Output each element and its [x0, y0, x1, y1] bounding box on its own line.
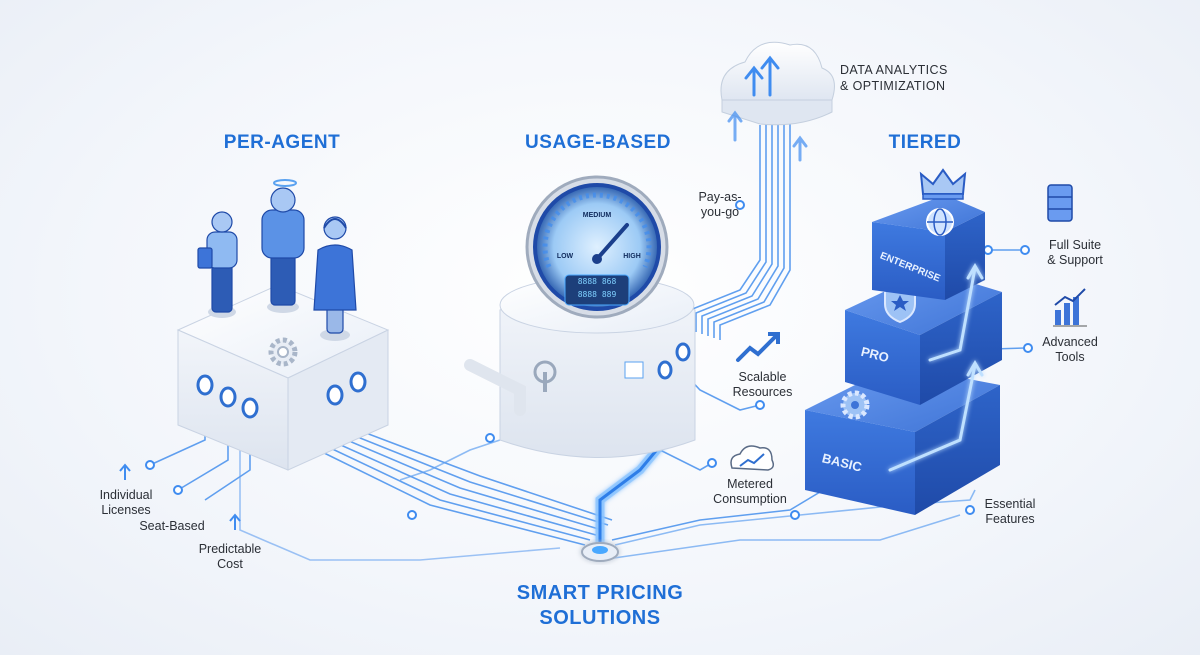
- crown-icon: [919, 168, 967, 200]
- analytics-title: DATA ANALYTICS & OPTIMIZATION: [840, 62, 948, 94]
- tier-enterprise-block: [872, 168, 985, 300]
- hub-node: [581, 542, 619, 562]
- footer-title: SMART PRICING SOLUTIONS: [470, 581, 730, 631]
- shield-star-icon: [884, 287, 916, 324]
- footer-line-1: SMART PRICING: [516, 582, 684, 604]
- gauge-label-medium: MEDIUM: [582, 212, 612, 219]
- label-advanced-tools: Advanced Tools: [1042, 335, 1098, 364]
- footer-line-2: SOLUTIONS: [539, 607, 661, 629]
- label-full-suite: Full Suite & Support: [1047, 238, 1103, 267]
- analytics-line-1: DATA ANALYTICS: [840, 63, 948, 77]
- valve-icon: [533, 360, 557, 392]
- label-essential-features: Essential Features: [984, 497, 1036, 526]
- gauge-readout-2: 8888 889: [577, 290, 617, 299]
- tier-growth-arrows: [888, 263, 984, 472]
- label-predictable-cost: Predictable Cost: [198, 542, 262, 571]
- gear-icon: [268, 337, 298, 367]
- gauge-label-high: HIGH: [623, 253, 641, 260]
- label-seat-based: Seat-Based: [139, 519, 205, 533]
- globe-icon: [926, 208, 954, 236]
- cloud-icon: [720, 41, 835, 162]
- connector-dots: [145, 200, 1033, 520]
- server-icon: [1047, 184, 1073, 222]
- label-metered-consumption: Metered Consumption: [713, 477, 787, 506]
- gauge-needle: [595, 223, 629, 261]
- analytics-line-2: & OPTIMIZATION: [840, 79, 946, 93]
- heading-tiered: TIERED: [888, 132, 962, 153]
- label-pay-as-you-go: Pay-as- you-go: [698, 190, 742, 219]
- bar-chart-icon: [1053, 288, 1087, 327]
- gauge-label-low: LOW: [556, 253, 574, 260]
- heading-usage-based: USAGE-BASED: [525, 132, 671, 153]
- gauge-dial: [525, 175, 669, 319]
- agent-people-icon: [197, 179, 357, 341]
- cloud-chart-icon: [730, 445, 775, 471]
- per-agent-box: [176, 284, 390, 471]
- up-arrow-icon: [119, 463, 241, 530]
- trend-up-icon: [736, 332, 780, 362]
- label-scalable-resources: Scalable Resources: [732, 370, 793, 399]
- heading-per-agent: PER-AGENT: [223, 132, 341, 153]
- gauge-readout-1: 8888 868: [577, 277, 617, 286]
- gear-icon: [840, 390, 870, 420]
- label-individual-licenses: Individual Licenses: [99, 488, 153, 517]
